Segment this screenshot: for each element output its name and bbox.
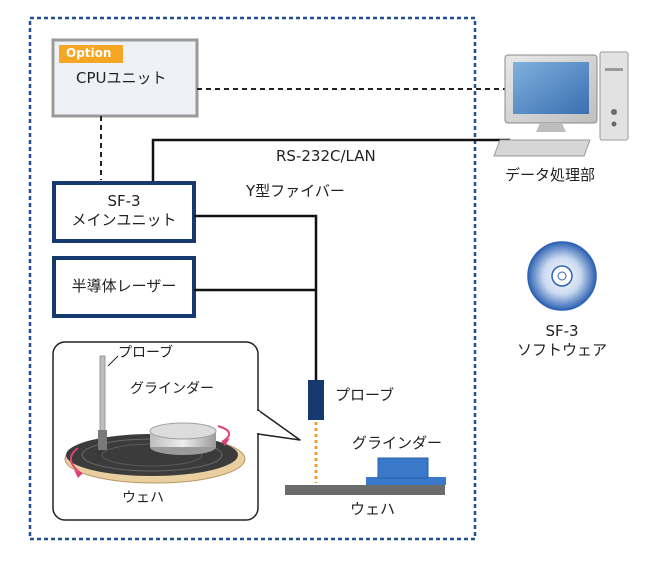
inset-callout xyxy=(257,409,301,441)
inset-wafer-label: ウェハ xyxy=(122,490,164,506)
inset-probe-leader xyxy=(107,355,119,367)
rotation-arrow-grinder xyxy=(217,425,230,443)
data-processing-label: データ処理部 xyxy=(505,166,596,184)
cpu-unit-label: CPUユニット xyxy=(76,69,167,87)
main-unit-label-line2: メインユニット xyxy=(71,210,177,229)
rotation-arrow-wafer xyxy=(70,447,83,475)
y-fiber-label: Y型ファイバー xyxy=(246,182,345,200)
main-unit-box xyxy=(52,181,196,243)
software-label-line1: SF-3 xyxy=(545,322,579,340)
software-label: SF-3 ソフトウェア xyxy=(512,322,612,360)
laser-label: 半導体レーザー xyxy=(71,277,177,295)
pc-keyboard xyxy=(493,139,591,157)
grinder-label: グラインダー xyxy=(352,434,443,452)
wafer-label: ウェハ xyxy=(350,500,396,518)
inset-grinder-top xyxy=(149,422,217,440)
pc-power-button xyxy=(611,109,617,115)
rotation-arrowhead-grinder xyxy=(222,438,230,446)
wafer-stage xyxy=(285,485,445,495)
option-badge-bg xyxy=(59,45,123,63)
probe-label: プローブ xyxy=(335,386,395,404)
y-fiber-upper xyxy=(194,214,318,380)
pc-reset-button xyxy=(611,121,617,127)
probe-body xyxy=(308,380,324,420)
rotation-arrowhead-wafer xyxy=(74,470,82,478)
inset-grinder-label: グラインダー xyxy=(130,381,214,397)
grinder-base-plate xyxy=(366,477,446,485)
pc-monitor-screen xyxy=(513,62,589,114)
grinder-block xyxy=(377,457,429,479)
rs232c-label: RS-232C/LAN xyxy=(276,147,376,165)
main-unit-label: SF-3 メインユニット xyxy=(54,192,194,230)
laser-box xyxy=(52,256,196,318)
cd-hole xyxy=(557,271,567,281)
inset-probe-label: プローブ xyxy=(118,345,174,361)
inset-probe-rod xyxy=(99,355,106,433)
pc-tower xyxy=(599,51,629,141)
main-unit-label-line1: SF-3 xyxy=(107,192,141,210)
pc-monitor-stand xyxy=(536,123,566,132)
software-label-line2: ソフトウェア xyxy=(516,340,607,359)
inset-probe-tip xyxy=(98,430,107,450)
pc-drive-slot xyxy=(605,68,623,71)
rs232c-line xyxy=(151,138,510,182)
option-badge: Option xyxy=(66,46,112,60)
